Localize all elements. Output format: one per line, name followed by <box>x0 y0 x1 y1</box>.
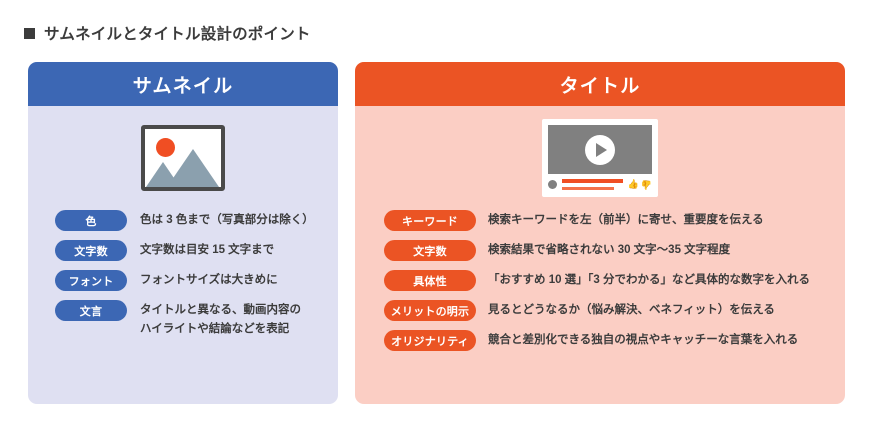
point-description: 検索結果で省略されない 30 文字〜35 文字程度 <box>488 244 731 256</box>
point-description: 競合と差別化できる独自の視点やキャッチーな言葉を入れる <box>488 334 799 346</box>
panel-thumbnail-body: 色 色は 3 色まで（写真部分は除く） 文字数 文字数は目安 15 文字まで フ… <box>28 106 338 404</box>
thumbs-down-icon: 👍 <box>640 180 652 190</box>
video-meta-row: 👍 👍 <box>548 174 652 191</box>
rating-icons: 👍 👍 <box>627 179 652 191</box>
point-label-badge: 色 <box>55 210 127 231</box>
list-item: 文字数 検索結果で省略されない 30 文字〜35 文字程度 <box>355 240 845 261</box>
filled-square-icon <box>24 27 35 39</box>
thumbnail-illustration <box>28 112 338 204</box>
video-player-icon: 👍 👍 <box>542 119 658 197</box>
point-description: 「おすすめ 10 選」「3 分でわかる」など具体的な数字を入れる <box>488 274 811 286</box>
thumbs-up-icon: 👍 <box>627 179 639 189</box>
point-label-badge: オリジナリティ <box>384 330 476 351</box>
video-subtitle-bar <box>562 187 615 190</box>
play-button-icon <box>585 134 615 165</box>
list-item: 文字数 文字数は目安 15 文字まで <box>28 240 338 261</box>
channel-avatar-icon <box>548 180 557 189</box>
point-label-badge: 文字数 <box>55 240 127 261</box>
panel-thumbnail: サムネイル 色 色は 3 色まで（写真部分は除く） 文字数 文字数は目安 15 … <box>28 62 338 404</box>
play-triangle-icon <box>596 142 607 157</box>
point-description: フォントサイズは大きめに <box>140 274 278 286</box>
list-item: 色 色は 3 色まで（写真部分は除く） <box>28 210 338 231</box>
point-description: 見るとどうなるか（悩み解決、ベネフィット）を伝える <box>488 304 775 316</box>
panel-title: タイトル 👍 👍 <box>355 62 845 404</box>
point-label-badge: フォント <box>55 270 127 291</box>
video-title-bar <box>562 179 623 183</box>
point-description: 検索キーワードを左（前半）に寄せ、重要度を伝える <box>488 214 764 226</box>
page-title: サムネイルとタイトル設計のポイント <box>24 22 311 44</box>
point-label-badge: 文言 <box>55 300 127 321</box>
list-item: メリットの明示 見るとどうなるか（悩み解決、ベネフィット）を伝える <box>355 300 845 321</box>
list-item: キーワード 検索キーワードを左（前半）に寄せ、重要度を伝える <box>355 210 845 231</box>
point-description: タイトルと異なる、動画内容の ハイライトや結論などを表記 <box>140 304 301 335</box>
list-item: フォント フォントサイズは大きめに <box>28 270 338 291</box>
point-description: 色は 3 色まで（写真部分は除く） <box>140 214 314 226</box>
panel-thumbnail-header: サムネイル <box>28 62 338 106</box>
point-label-badge: 具体性 <box>384 270 476 291</box>
title-illustration: 👍 👍 <box>355 112 845 204</box>
panel-title-header: タイトル <box>355 62 845 106</box>
list-item: 文言 タイトルと異なる、動画内容の ハイライトや結論などを表記 <box>28 300 338 339</box>
point-description: 文字数は目安 15 文字まで <box>140 244 275 256</box>
point-label-badge: 文字数 <box>384 240 476 261</box>
point-label-badge: キーワード <box>384 210 476 231</box>
mountain-small-icon <box>146 162 180 187</box>
page-title-text: サムネイルとタイトル設計のポイント <box>44 26 311 43</box>
video-text-bars <box>562 179 623 190</box>
panel-title-body: 👍 👍 キーワード 検索キーワードを左（前半）に寄せ、重要度を伝える 文字数 検… <box>355 106 845 404</box>
image-placeholder-icon <box>141 125 225 191</box>
video-screen <box>548 125 652 174</box>
point-label-badge: メリットの明示 <box>384 300 476 321</box>
list-item: 具体性 「おすすめ 10 選」「3 分でわかる」など具体的な数字を入れる <box>355 270 845 291</box>
list-item: オリジナリティ 競合と差別化できる独自の視点やキャッチーな言葉を入れる <box>355 330 845 351</box>
title-points-list: キーワード 検索キーワードを左（前半）に寄せ、重要度を伝える 文字数 検索結果で… <box>355 210 845 360</box>
thumbnail-points-list: 色 色は 3 色まで（写真部分は除く） 文字数 文字数は目安 15 文字まで フ… <box>28 210 338 348</box>
